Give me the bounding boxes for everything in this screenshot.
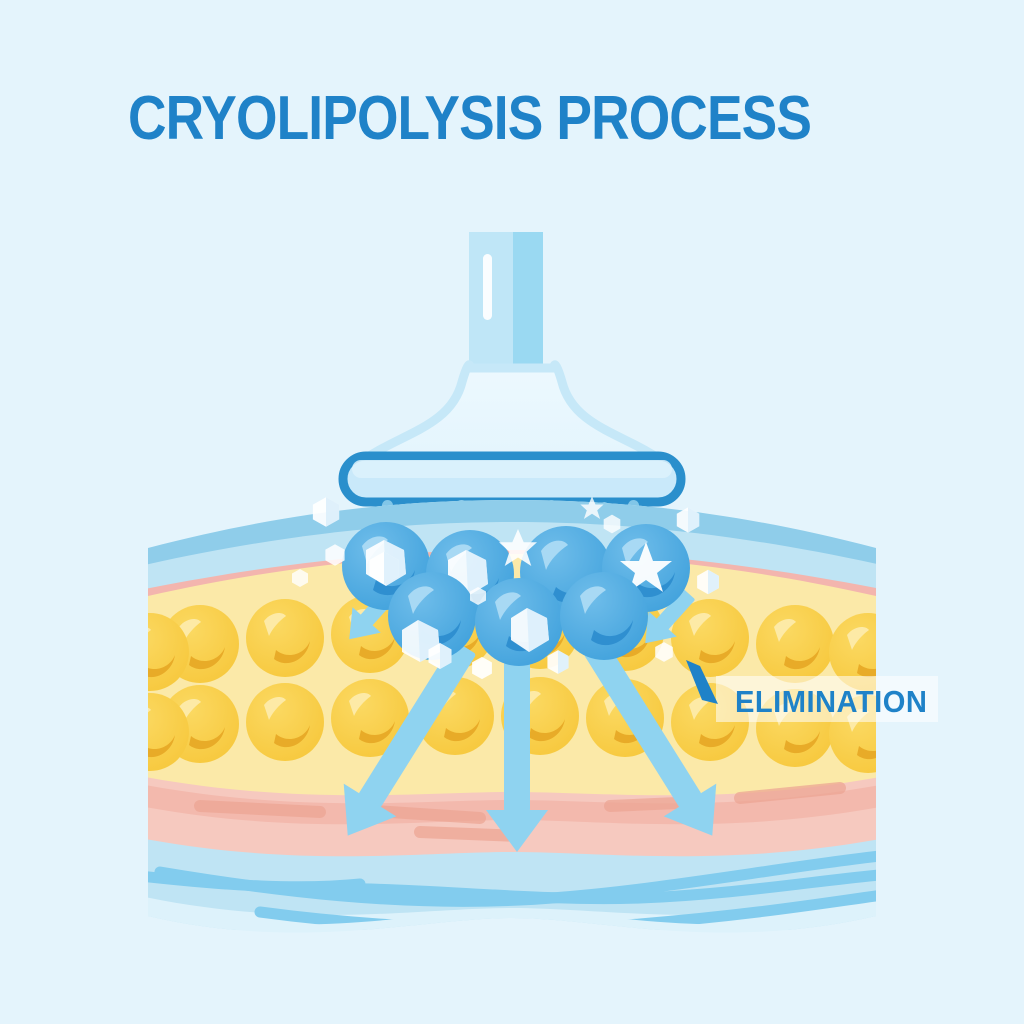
elimination-arrow-large xyxy=(343,641,476,836)
fat-cell xyxy=(756,605,834,683)
ice-crystal xyxy=(547,650,569,674)
fat-cell xyxy=(829,613,876,691)
elimination-annotation: ELIMINATION xyxy=(686,660,938,722)
elimination-arrows xyxy=(343,585,717,852)
ice-crystal xyxy=(470,587,486,605)
fat-cell xyxy=(246,599,324,677)
frozen-fat-cell xyxy=(560,572,648,660)
layer-vascular-pale xyxy=(148,896,876,933)
muscle-fiber xyxy=(194,800,326,818)
ice-crystal xyxy=(499,529,537,567)
muscle-fiber xyxy=(414,826,526,842)
fat-cell xyxy=(671,599,749,677)
layer-vascular xyxy=(148,838,876,930)
pad-highlight xyxy=(352,460,672,478)
vessel-line xyxy=(294,868,876,905)
fat-cell xyxy=(148,613,189,691)
muscle-fiber xyxy=(734,782,846,804)
ice-crystal xyxy=(325,544,345,566)
ice-crystal xyxy=(697,569,719,595)
elimination-arrow-large xyxy=(584,641,717,836)
fat-cell xyxy=(246,683,324,761)
ice-crystal xyxy=(655,642,673,662)
ice-crystal xyxy=(580,496,604,520)
elimination-label: ELIMINATION xyxy=(735,685,927,719)
ice-crystal xyxy=(369,551,399,585)
fat-cell xyxy=(331,679,409,757)
leader-line xyxy=(686,660,718,704)
label-backing xyxy=(716,676,938,722)
ice-crystals xyxy=(292,496,719,680)
frozen-fat-cells xyxy=(342,522,690,666)
cryolipolysis-applicator xyxy=(338,232,686,507)
elimination-arrow-small xyxy=(645,589,695,644)
elimination-arrow-large xyxy=(486,634,548,852)
fat-cell xyxy=(148,693,189,771)
ice-crystal xyxy=(428,643,452,669)
frozen-fat-cell xyxy=(475,578,563,666)
page-title: CRYOLIPOLYSIS PROCESS xyxy=(128,84,811,153)
frozen-fat-cell xyxy=(388,572,476,662)
handle-highlight xyxy=(483,254,492,320)
applicator-handle xyxy=(469,232,543,368)
ice-crystal xyxy=(676,507,700,533)
ice-crystal xyxy=(472,656,492,680)
ice-crystal xyxy=(603,514,621,534)
vessel-line xyxy=(148,870,366,893)
ice-crystal xyxy=(312,497,340,527)
ice-crystal xyxy=(292,569,308,587)
